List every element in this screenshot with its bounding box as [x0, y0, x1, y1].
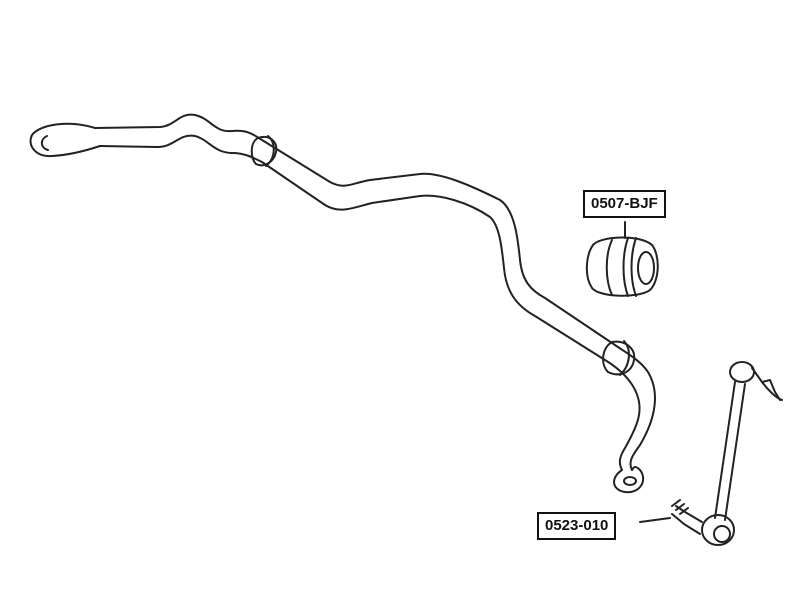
stabilizer-bar: [29, 113, 656, 494]
bar-lower-edge: [99, 134, 641, 471]
bar-bushing-left-band: [265, 135, 275, 167]
stabilizer-link-part-number-label: 0523-010: [537, 512, 617, 540]
bushing-part-number-label: 0507-BJF: [583, 190, 666, 218]
bushing-part-drawing: [585, 221, 659, 297]
bar-bushing-right: [602, 340, 636, 376]
right-eye-hole: [623, 476, 637, 486]
link-leader-line: [639, 517, 671, 523]
stabilizer-link-drawing: [639, 361, 783, 546]
bar-bushing-right-band: [619, 340, 630, 376]
right-bar-end-eye: [613, 466, 645, 494]
left-bar-end-eye: [29, 122, 101, 158]
bar-upper-edge: [94, 113, 656, 471]
bar-bushing-left: [250, 136, 278, 167]
left-eye-hole: [40, 135, 49, 151]
